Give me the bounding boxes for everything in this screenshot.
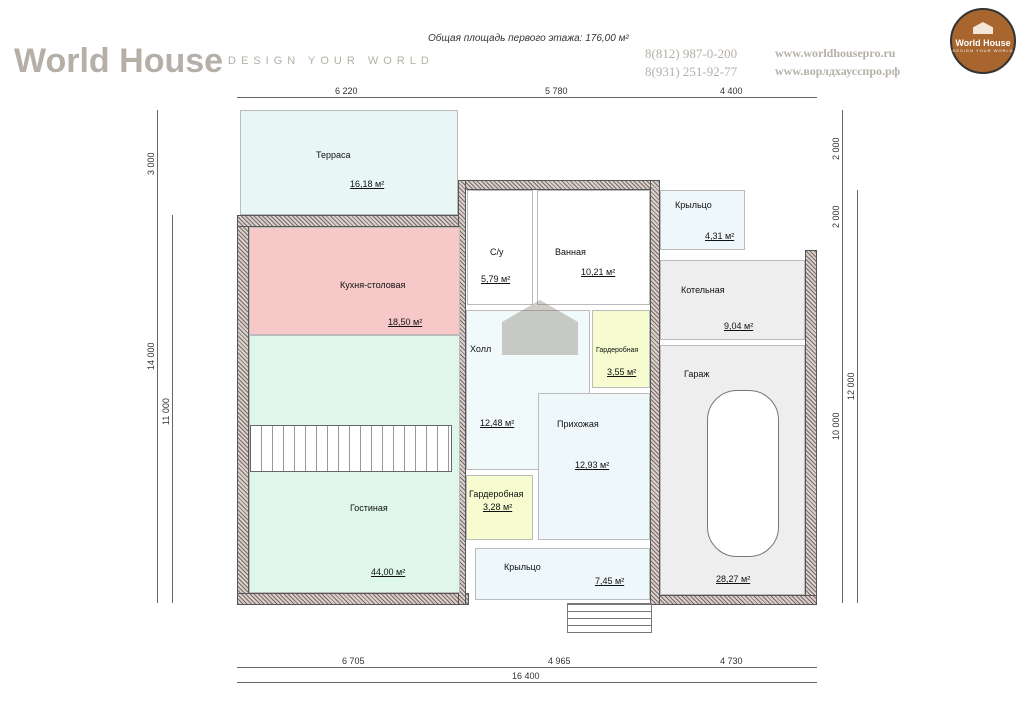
dimension-total: 16 400 (512, 671, 540, 681)
dimension-line-total (237, 682, 817, 683)
room-area: 4,31 м² (705, 231, 735, 241)
dimension-line-left-inner (172, 215, 173, 603)
car (707, 390, 779, 557)
room-bath (537, 190, 650, 305)
dimension-right-2: 2 000 (831, 205, 841, 228)
room-area: 7,45 м² (595, 576, 625, 586)
logo-name: World House (955, 38, 1011, 48)
dimension-top-1: 6 220 (335, 86, 358, 96)
dimension-bottom-1: 6 705 (342, 656, 365, 666)
room-name: С/у (490, 247, 504, 257)
watermark-name: World House (14, 42, 224, 80)
room-name: Крыльцо (675, 200, 712, 210)
room-porch-top (660, 190, 745, 250)
room-name: Гардеробная (469, 489, 524, 499)
room-name: Гараж (684, 369, 710, 379)
dimension-bottom-2: 4 965 (548, 656, 571, 666)
room-name: Кухня-столовая (340, 280, 406, 290)
front-steps (567, 603, 652, 633)
room-area: 10,21 м² (581, 267, 616, 277)
dimension-left-1: 3 000 (146, 152, 156, 175)
logo: World House DESIGN YOUR WORLD (950, 8, 1016, 74)
dimension-left-3: 11 000 (161, 398, 171, 425)
room-wc (467, 190, 533, 305)
room-name: Холл (470, 344, 492, 354)
wall (650, 595, 817, 605)
logo-tagline: DESIGN YOUR WORLD (952, 48, 1014, 53)
room-entry (538, 393, 650, 540)
watermark-site: www.worldhousepro.ru (775, 46, 896, 60)
room-name: Котельная (681, 285, 725, 295)
wall (650, 180, 660, 605)
room-porch-bottom (475, 548, 650, 600)
room-area: 3,28 м² (483, 502, 513, 512)
room-kitchen (249, 227, 460, 335)
room-wardrobe-1 (592, 310, 650, 388)
watermark-phone: 8(931) 251-92-77 (645, 64, 738, 79)
dimension-line-bottom (237, 667, 817, 668)
dimension-line-right-outer (857, 190, 858, 603)
room-area: 12,48 м² (480, 418, 515, 428)
dimension-left-2: 14 000 (146, 342, 156, 370)
dimension-right-1: 2 000 (831, 137, 841, 160)
room-name: Крыльцо (504, 562, 541, 572)
plan-title: Общая площадь первого этажа: 176,00 м² (428, 33, 629, 44)
dimension-line-top (237, 97, 817, 98)
room-area: 12,93 м² (575, 460, 610, 470)
room-name: Гостиная (350, 503, 388, 513)
room-boiler (660, 260, 805, 340)
stairs (250, 425, 452, 472)
dimension-right-3: 10 000 (831, 412, 841, 440)
room-area: 16,18 м² (350, 179, 385, 189)
room-name: Гардеробная (596, 347, 639, 354)
dimension-bottom-3: 4 730 (720, 656, 743, 666)
room-wardrobe-2 (466, 475, 533, 540)
house-icon (973, 22, 993, 34)
dimension-line-left-outer (157, 110, 158, 603)
watermark-site: www.ворлдхаусспро.рф (775, 64, 900, 78)
dimension-top-3: 4 400 (720, 86, 743, 96)
dimension-right-4: 12 000 (846, 372, 856, 400)
wall (458, 180, 658, 190)
room-terrace (240, 110, 458, 215)
room-name: Прихожая (557, 419, 599, 429)
watermark-tagline: DESIGN YOUR WORLD (228, 55, 434, 67)
watermark-house-icon (502, 300, 578, 355)
room-area: 3,55 м² (607, 367, 637, 377)
room-name: Ванная (555, 247, 586, 257)
wall (237, 215, 249, 605)
room-area: 44,00 м² (371, 567, 406, 577)
dimension-line-right-inner (842, 110, 843, 603)
room-area: 18,50 м² (388, 317, 423, 327)
wall (237, 215, 462, 227)
room-area: 9,04 м² (724, 321, 754, 331)
room-area: 28,27 м² (716, 574, 751, 584)
room-name: Терраса (316, 150, 351, 160)
wall (237, 593, 469, 605)
wall (805, 250, 817, 605)
dimension-top-2: 5 780 (545, 86, 568, 96)
room-area: 5,79 м² (481, 274, 511, 284)
watermark-phone: 8(812) 987-0-200 (645, 46, 738, 61)
